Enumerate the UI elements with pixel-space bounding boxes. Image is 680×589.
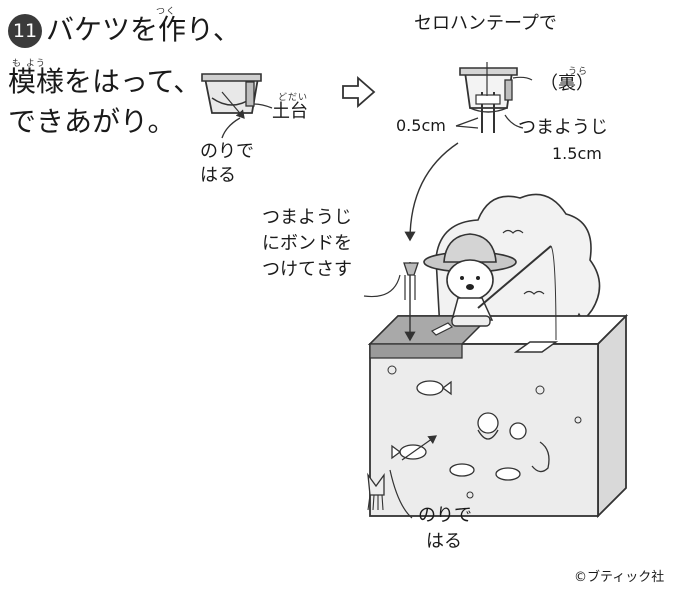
toothpick-bond-line-2: にボンドを [262,233,352,254]
glue-label-bottom-2: はる [426,531,462,552]
squid-cutout [367,469,413,519]
sea-creatures [387,365,582,499]
ruby-moyou: も よう [12,59,46,69]
dodai-ruby: どだい [278,93,309,103]
credit: ©ブティック社 [574,570,665,585]
size-15-label: 1.5cm [552,144,602,163]
dodai-pointer [253,103,273,109]
bear-fisherman [403,233,517,327]
bucket-with-base [201,73,262,119]
glue-label-bottom-1: のりで [418,505,472,526]
instruction-line-1: バケツを作り、 [46,13,241,46]
back-ruby: うら [568,67,589,77]
cellophane-tape-label: セロハンテープで [414,13,557,34]
instruction-line-3: できあがり。 [8,105,176,138]
instruction-line-2: 模様をはって、 [8,65,202,98]
glue-pointer-top [221,117,241,139]
bucket-back-view [455,62,533,133]
right-arrow-icon [342,76,376,108]
dodai-label: 土台 [272,101,308,122]
back-label: （裏） [540,73,594,94]
step-number-badge: 11 [8,14,42,48]
step-number: 11 [12,20,38,42]
toothpick-bond-line-1: つまようじ [262,207,352,228]
toothpick-label: つまようじ [518,117,608,138]
glue-label-top: のりで はる [200,141,254,186]
size-05-label: 0.5cm [396,116,446,135]
curved-arrow [363,142,459,298]
ruby-tsuku: つく [156,7,177,17]
fishing-rod [477,245,557,341]
toothpick-bond-line-3: つけてさす [262,259,352,280]
